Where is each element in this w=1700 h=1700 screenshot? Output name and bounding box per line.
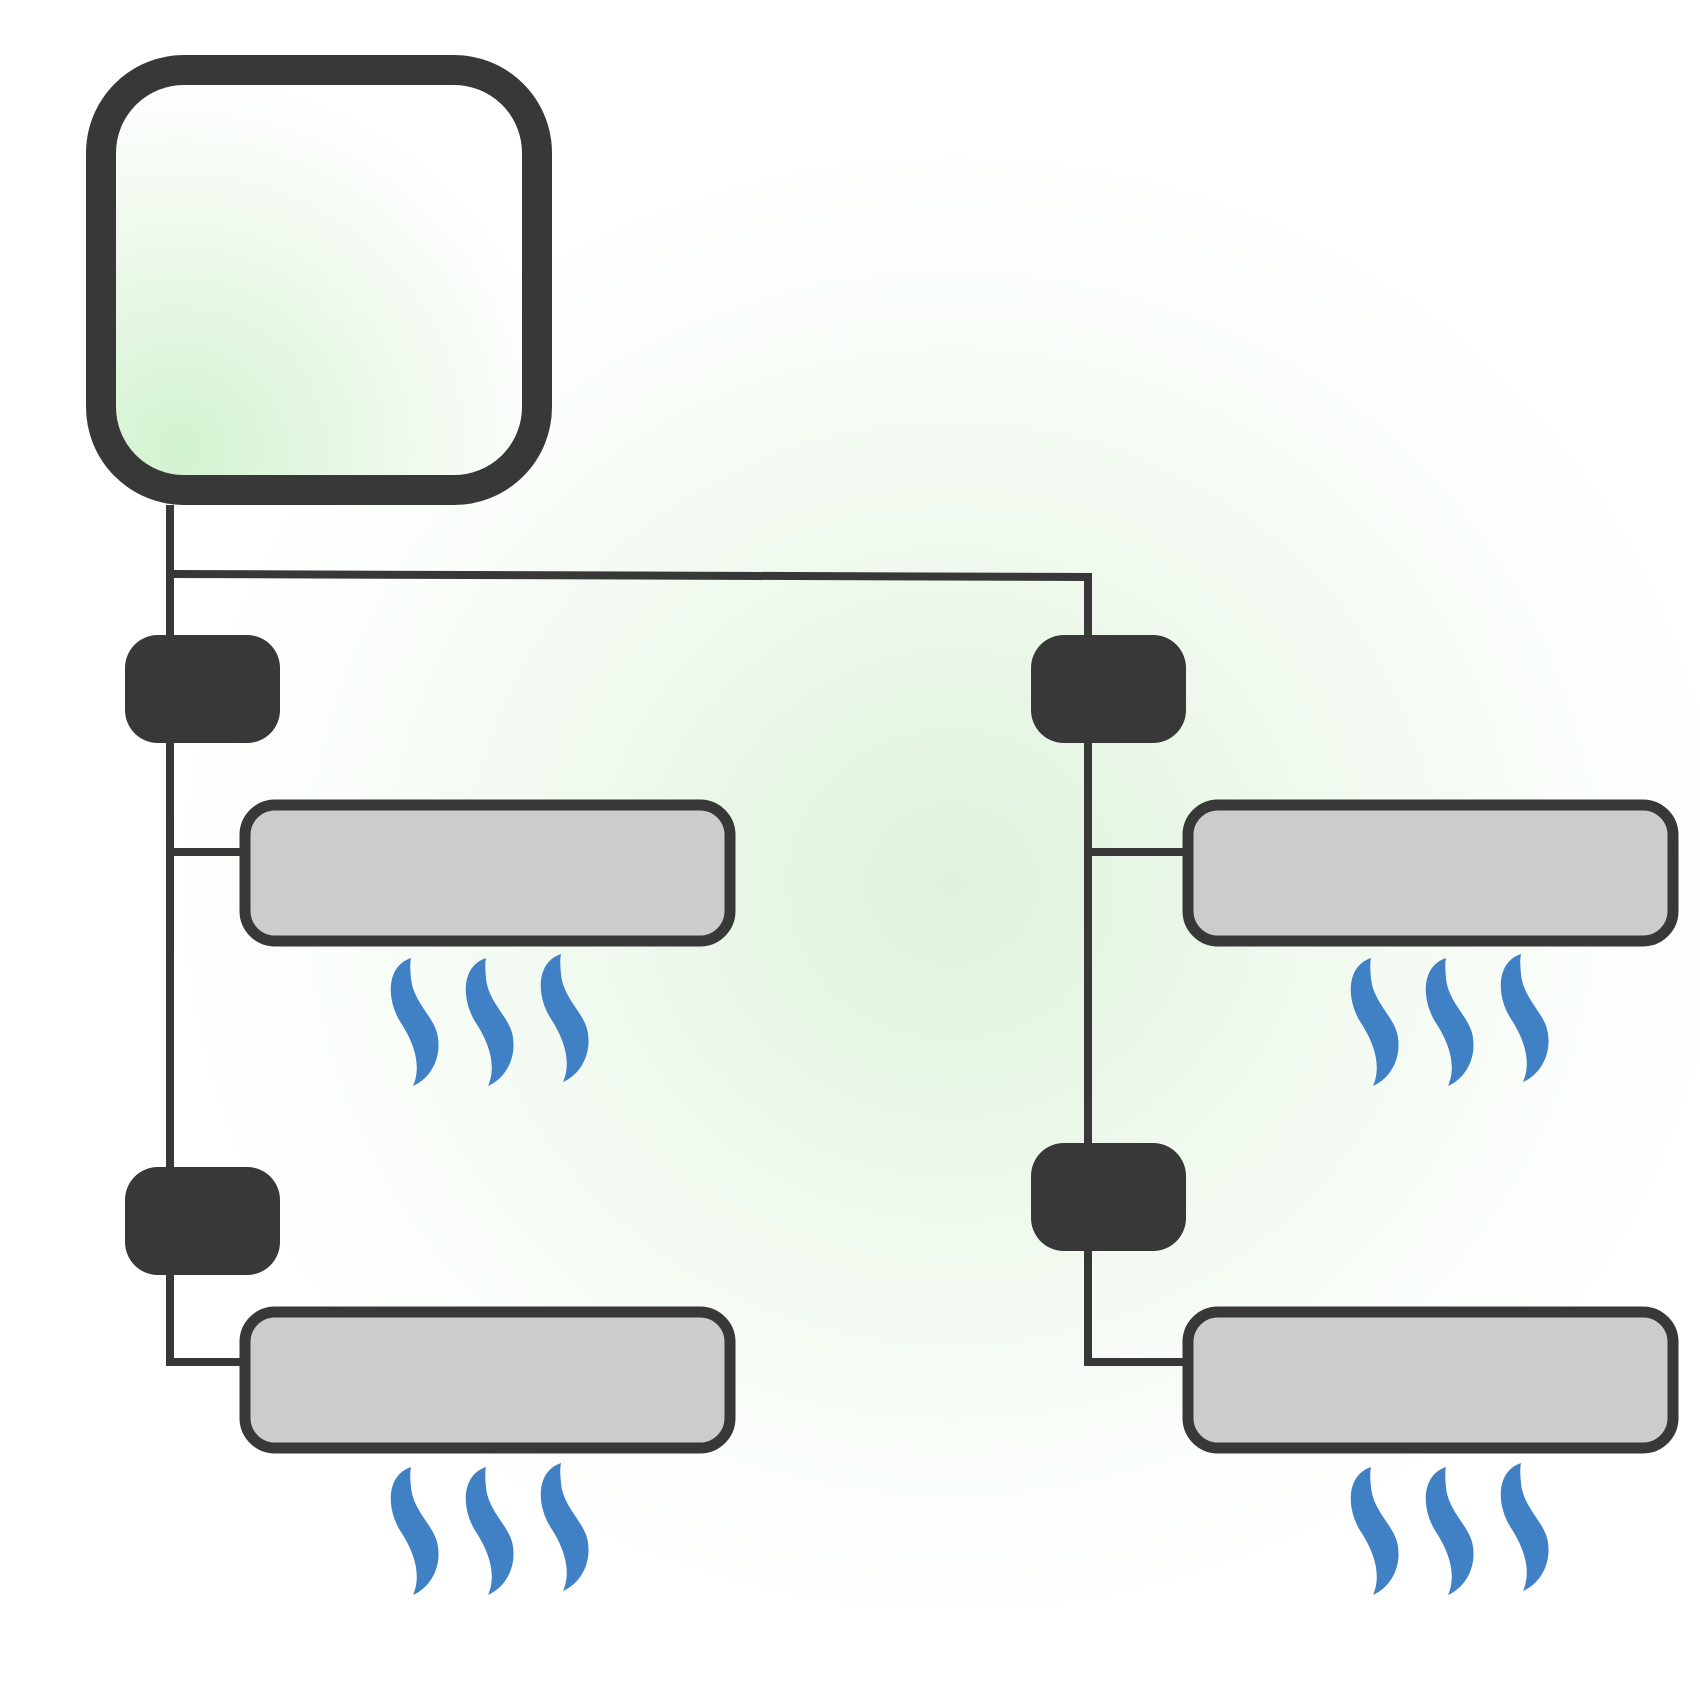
wavy-lines-icon (1350, 954, 1549, 1086)
connector-lines (166, 505, 1188, 1366)
root-node (86, 55, 552, 505)
right-bar-2 (1182, 1306, 1679, 1454)
right-tag-1 (1031, 635, 1186, 743)
wavy-lines-icon (390, 1463, 589, 1595)
left-tag-2 (125, 1167, 280, 1275)
left-tag-1 (125, 635, 280, 743)
root-trunk (166, 505, 245, 1366)
right-tag-2 (1031, 1143, 1186, 1251)
wavy-lines-icon (1350, 1463, 1549, 1595)
top-branch (169, 570, 1188, 1366)
left-bar-2 (239, 1306, 736, 1454)
wavy-lines-icon (390, 954, 589, 1086)
left-bar-1 (239, 799, 736, 947)
right-bar-1 (1182, 799, 1679, 947)
